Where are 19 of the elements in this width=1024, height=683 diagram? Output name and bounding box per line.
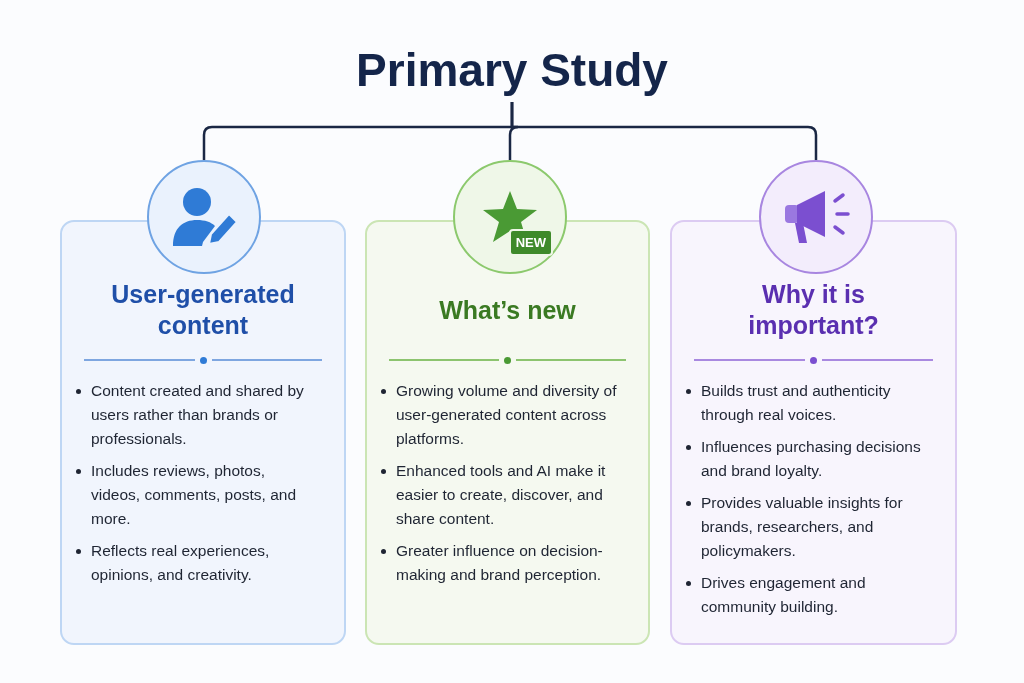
bullet-text: Drives engagement and community building.: [701, 573, 867, 617]
bullet-text: Content created and shared by users rather than brands or professionals.: [91, 381, 305, 449]
bullet-text: Growing volume and diversity of user-generated content across platforms.: [396, 381, 618, 449]
card-heading: User-generated content: [110, 279, 296, 341]
info-card: [670, 220, 957, 645]
new-badge: NEW: [508, 228, 553, 256]
bullet-text: Reflects real experiences, opinions, and creativity.: [91, 541, 271, 585]
bullet-text: Provides valuable insights for brands, researchers, and policymakers.: [701, 493, 904, 561]
card-heading: Why it is important?: [747, 279, 880, 341]
bullet-text: Builds trust and authenticity through real voices.: [701, 381, 892, 425]
card-heading: What’s new: [439, 294, 576, 326]
info-card: [60, 220, 346, 645]
bullet-text: Influences purchasing decisions and brand loyalty.: [701, 437, 922, 481]
title-heading: Primary Study: [312, 38, 712, 102]
info-card: [365, 220, 650, 645]
connector-line: [510, 102, 818, 160]
bullet-text: Includes reviews, photos, videos, comments, posts, and more.: [91, 461, 298, 529]
bullet-text: Greater influence on decision-making and brand perception.: [396, 541, 604, 585]
bullet-text: Enhanced tools and AI make it easier to create, discover, and share content.: [396, 461, 607, 529]
